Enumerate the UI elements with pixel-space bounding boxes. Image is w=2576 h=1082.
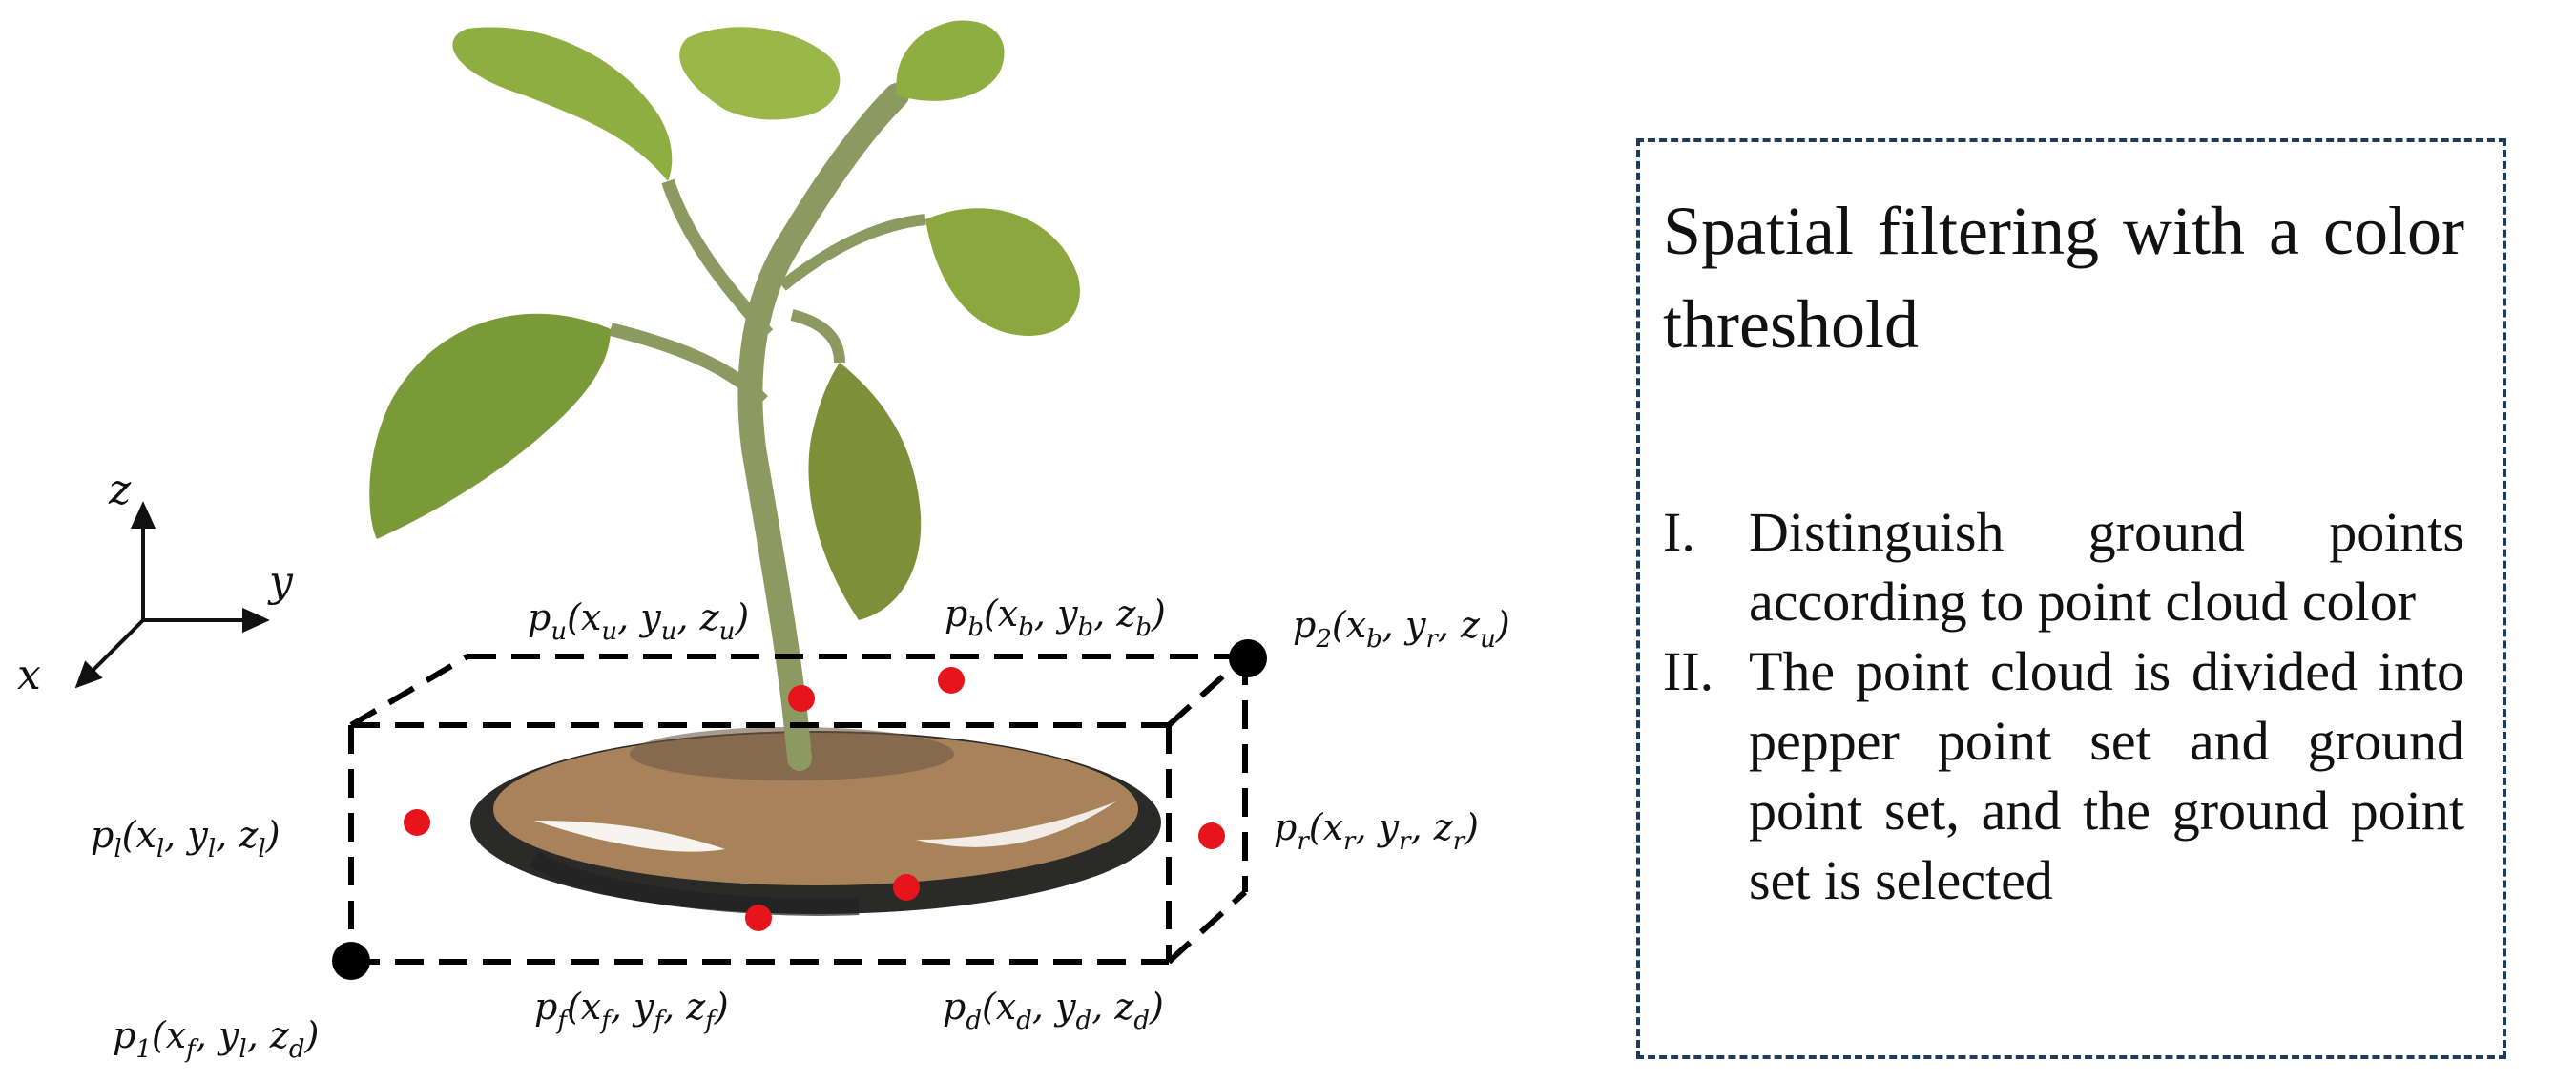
label-p2: p2(xb, yr, zu) xyxy=(1293,604,1510,654)
leaf-top-right xyxy=(896,20,1005,101)
label-p1: p1(xf, yl, zd) xyxy=(113,1014,319,1064)
label-pb: pb(xb, yb, zb) xyxy=(945,593,1166,642)
marker-pl xyxy=(404,809,430,836)
label-pu: pu(xu, yu, zu) xyxy=(528,596,749,646)
step-2-marker: II. xyxy=(1663,640,1714,702)
step-2: II. The point cloud is divided into pepp… xyxy=(1663,636,2464,915)
soil-highlight xyxy=(534,821,725,852)
axis-label-x: x xyxy=(17,651,41,699)
marker-pf xyxy=(745,905,772,931)
marker-pd xyxy=(893,874,920,901)
marker-pr xyxy=(1198,822,1225,849)
leaf-right-lower xyxy=(808,363,922,620)
extreme-point-markers xyxy=(404,667,1225,931)
step-1-text: Distinguish ground points according to p… xyxy=(1749,501,2464,633)
label-pr: pr(xr, yr, zr) xyxy=(1274,806,1479,856)
step-2-text: The point cloud is divided into pepper p… xyxy=(1749,640,2464,911)
leaf-top-mid xyxy=(679,27,841,120)
corner-markers xyxy=(332,639,1267,980)
label-pl: pl(xl, yl, zl) xyxy=(91,814,280,864)
label-pd: pd(xd, yd, zd) xyxy=(943,986,1164,1035)
step-1-marker: I. xyxy=(1663,501,1695,563)
axis-triad xyxy=(74,501,270,689)
bounding-box xyxy=(348,654,1248,965)
panel-title: Spatial filtering with a color threshold xyxy=(1663,193,2464,363)
axis-label-y: y xyxy=(267,557,294,606)
label-pf: pf(xf, yf, zf) xyxy=(534,986,729,1035)
axis-label-z: z xyxy=(108,466,132,514)
leaf-left xyxy=(369,313,611,539)
info-panel: Spatial filtering with a color threshold… xyxy=(1636,138,2506,1059)
marker-pu xyxy=(788,685,815,712)
corner-marker-p2 xyxy=(1229,639,1267,677)
corner-marker-p1 xyxy=(332,942,370,980)
pepper-plant-illustration xyxy=(369,20,1161,916)
marker-pb xyxy=(938,667,965,694)
step-1: I. Distinguish ground points according t… xyxy=(1663,497,2464,636)
leaf-right-mid xyxy=(925,208,1080,336)
plant-stem xyxy=(737,83,909,771)
point-cloud-figure: z y x xyxy=(17,20,1510,1064)
leaf-top-left xyxy=(452,27,673,181)
